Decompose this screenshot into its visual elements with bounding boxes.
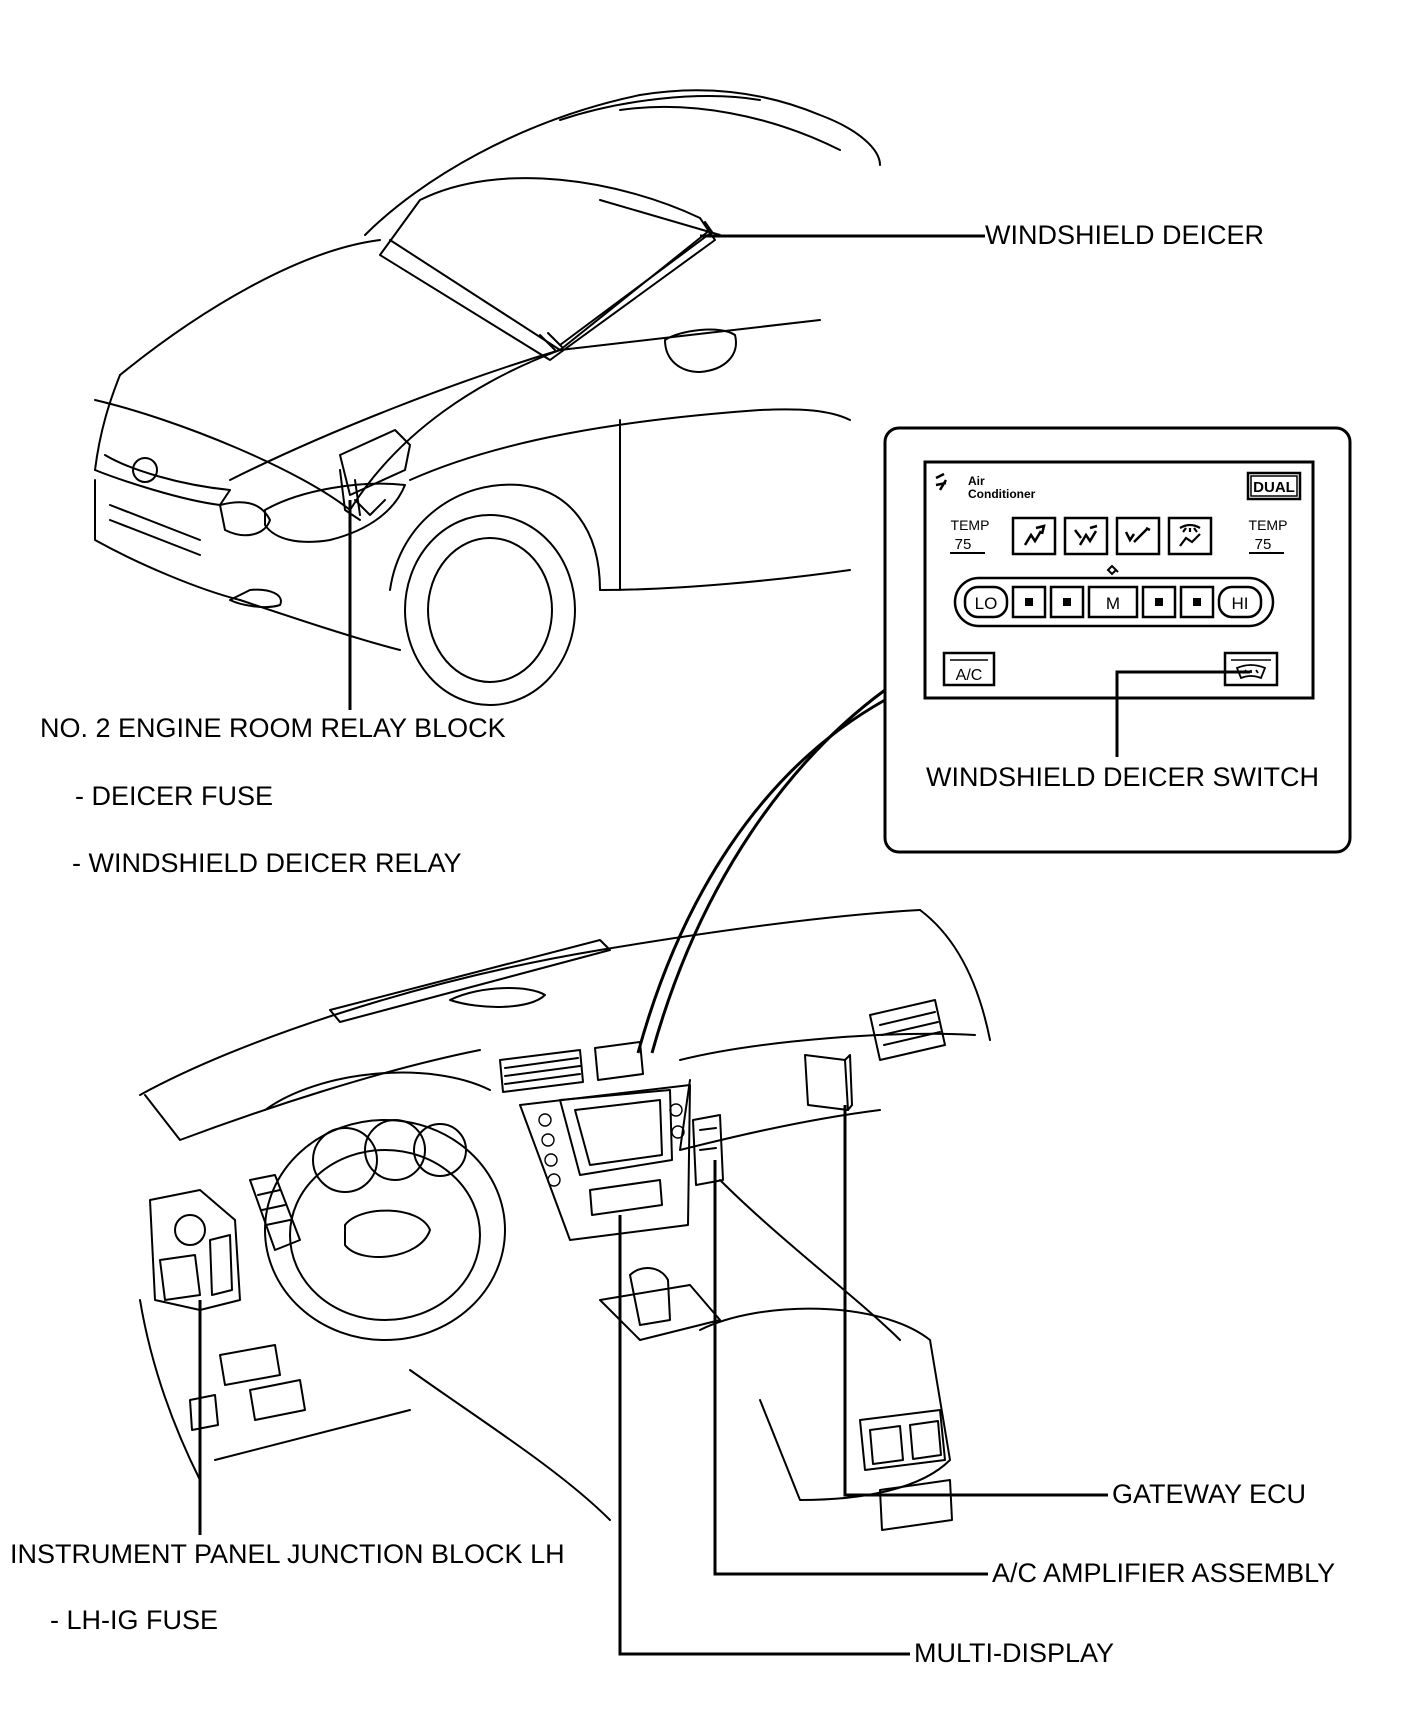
car-exterior-illustration <box>94 89 881 706</box>
label-multi-display: MULTI-DISPLAY <box>914 1638 1115 1668</box>
callout-connector <box>636 698 886 1054</box>
label-ac-amplifier: A/C AMPLIFIER ASSEMBLY <box>992 1558 1336 1588</box>
label-deicer-switch: WINDSHIELD DEICER SWITCH <box>926 762 1320 792</box>
label-relay-block: NO. 2 ENGINE ROOM RELAY BLOCK <box>40 713 506 743</box>
leader-multi-display <box>618 1215 910 1656</box>
label-gateway-ecu: GATEWAY ECU <box>1112 1479 1307 1509</box>
fan-lo-label: LO <box>975 594 998 613</box>
leader-ac-amplifier <box>713 1160 988 1576</box>
mode-bilevel-button[interactable] <box>1063 516 1109 556</box>
windshield-deicer-switch-button[interactable] <box>1223 651 1279 687</box>
mode-foot-button[interactable] <box>1115 516 1161 556</box>
mode-foot-defrost-icon <box>1179 523 1201 547</box>
temp-left-label: TEMP <box>951 517 990 533</box>
fan-level-6-button[interactable] <box>1179 585 1215 619</box>
dual-label: DUAL <box>1253 479 1295 496</box>
mode-bilevel-icon <box>1074 524 1098 546</box>
dual-button[interactable]: DUAL <box>1246 471 1302 501</box>
label-junction-block: INSTRUMENT PANEL JUNCTION BLOCK LH <box>10 1539 565 1569</box>
temp-left-value: 75 <box>955 536 972 553</box>
temp-right-label: TEMP <box>1249 517 1288 533</box>
panel-title-line1: Air <box>968 474 985 488</box>
label-lh-ig-fuse: - LH-IG FUSE <box>50 1605 219 1635</box>
fan-lo-button[interactable]: LO <box>963 585 1009 619</box>
mode-foot-defrost-button[interactable] <box>1167 516 1213 556</box>
label-windshield-deicer: WINDSHIELD DEICER <box>985 220 1265 250</box>
mode-foot-icon <box>1124 526 1151 543</box>
fan-speed-bar: LO M HI <box>953 564 1275 628</box>
mode-face-icon <box>1023 524 1046 546</box>
leader-gateway-ecu <box>843 1105 1108 1497</box>
fan-hi-button[interactable]: HI <box>1217 585 1263 619</box>
fan-mid-label: M <box>1106 594 1120 613</box>
label-deicer-fuse: - DEICER FUSE <box>75 781 274 811</box>
fan-icon <box>1106 564 1119 576</box>
fan-mid-button[interactable]: M <box>1087 585 1139 619</box>
panel-title-line2: Conditioner <box>968 487 1036 501</box>
air-conditioner-icon <box>935 472 948 491</box>
leader-deicer-switch <box>1115 670 1250 757</box>
label-deicer-relay: - WINDSHIELD DEICER RELAY <box>72 848 462 878</box>
fan-hi-label: HI <box>1232 594 1249 613</box>
ac-control-panel-callout: Air Conditioner DUAL TEMP 75 TEMP 75 <box>883 426 1352 854</box>
interior-dashboard-illustration <box>139 909 991 1531</box>
fan-level-3-button[interactable] <box>1049 585 1085 619</box>
ac-label: A/C <box>956 667 983 684</box>
fan-level-5-button[interactable] <box>1141 585 1177 619</box>
ac-button[interactable]: A/C <box>942 651 996 687</box>
temp-right-value: 75 <box>1255 536 1272 553</box>
fan-level-2-button[interactable] <box>1011 585 1047 619</box>
mode-face-button[interactable] <box>1011 516 1057 556</box>
